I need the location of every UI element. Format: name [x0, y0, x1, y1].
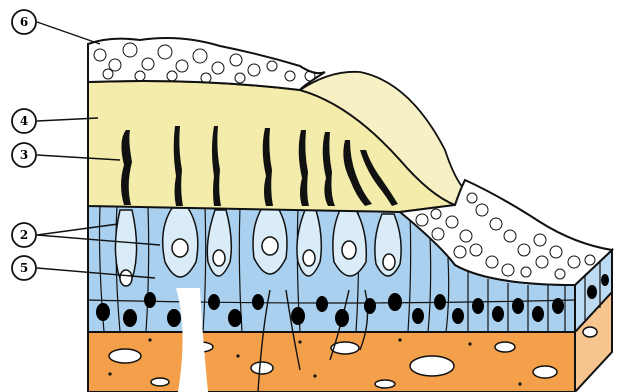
otolithic-membrane — [88, 72, 465, 212]
label-5: 5 — [20, 261, 28, 275]
label-2: 2 — [20, 228, 28, 242]
label-6: 6 — [20, 15, 28, 29]
label-3: 3 — [20, 148, 28, 162]
label-4: 4 — [20, 114, 28, 128]
